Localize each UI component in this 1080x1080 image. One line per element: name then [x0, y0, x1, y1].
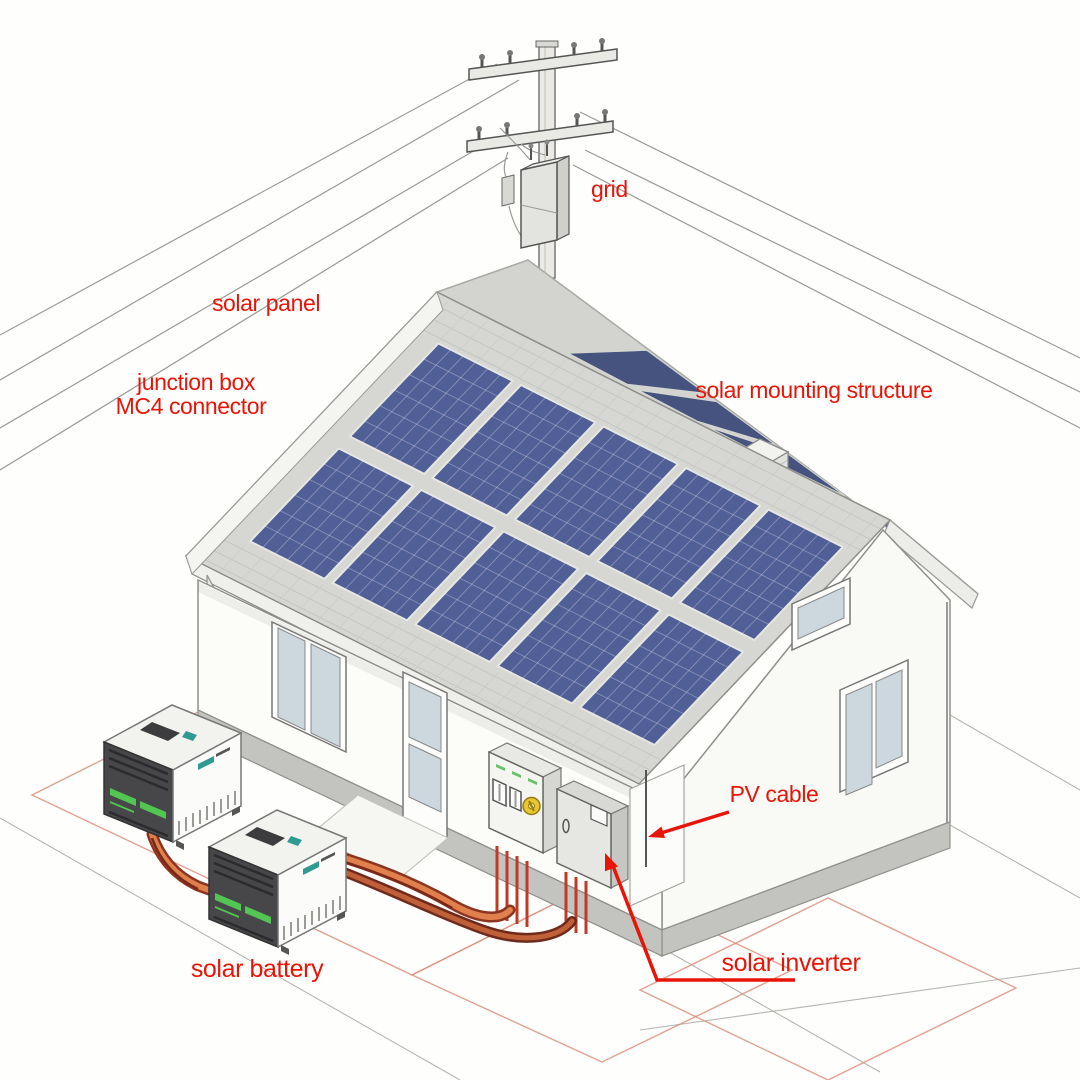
- inverter-display: [590, 804, 608, 827]
- solar-panel-array: [249, 342, 844, 746]
- indicator-led: [528, 778, 537, 785]
- wall-junction-box: [487, 742, 563, 855]
- battery-side-panel: [172, 731, 242, 844]
- label-solar-panel: solar panel: [212, 290, 320, 316]
- front-wall-window: [271, 620, 347, 754]
- crossarm-lower: [466, 120, 614, 153]
- left-rake-fascia: [185, 291, 444, 575]
- solar-inverter-arrow: [611, 865, 795, 982]
- fuse-cutout: [501, 174, 515, 207]
- solar-battery-unit-1: [102, 704, 243, 850]
- annotations: [605, 810, 795, 982]
- battery-top-logo: [182, 731, 197, 741]
- wall-box-wires: [495, 846, 588, 934]
- label-solar-battery: solar battery: [191, 955, 324, 983]
- power-lines: [0, 63, 1080, 471]
- insulator-caps: [476, 38, 608, 132]
- transformer: [520, 139, 570, 249]
- insulators: [477, 43, 607, 139]
- battery-vent-slats: [108, 748, 169, 838]
- label-solar-mounting-structure: solar mounting structure: [695, 377, 932, 403]
- label-mc4-connector: MC4 connector: [116, 393, 267, 419]
- crossarm-upper: [468, 48, 618, 81]
- pv-cable-arrow: [660, 810, 730, 835]
- indicator-led: [496, 764, 505, 771]
- indicator-led: [512, 771, 521, 778]
- label-pv-cable: PV cable: [730, 781, 819, 807]
- battery-side-vents: [178, 791, 236, 835]
- roof-rear-slope: [435, 259, 979, 609]
- front-door: [402, 670, 448, 840]
- battery-led-strip: [110, 801, 134, 813]
- battery-to-inverter-cable: [339, 867, 577, 943]
- right-wall-small-window: [791, 576, 851, 652]
- battery-brand-text: [216, 747, 230, 757]
- battery-foot: [176, 840, 184, 850]
- ground-lines: [0, 714, 1080, 1080]
- shingle-texture: [191, 300, 881, 780]
- right-gable-wall: [661, 528, 951, 957]
- utility-pole: [466, 38, 618, 279]
- right-wall-large-window: [839, 658, 909, 796]
- battery-led-bar: [110, 788, 136, 806]
- right-rake-fascia: [883, 519, 979, 609]
- battery-brand-mark: [198, 756, 214, 770]
- solar-inverter-box: [555, 780, 630, 890]
- battery-link-cable: [146, 828, 224, 899]
- labels: grid solar panel junction box MC4 connec…: [116, 176, 933, 983]
- inverter-handle: [562, 818, 570, 834]
- battery-foot: [232, 806, 240, 816]
- battery-to-junction-cable: [332, 850, 516, 923]
- pole-cap: [535, 40, 559, 48]
- battery-handle: [140, 722, 180, 741]
- label-solar-inverter: solar inverter: [722, 949, 861, 977]
- label-junction-box: junction box: [136, 369, 256, 395]
- label-grid: grid: [591, 176, 628, 202]
- battery-led-bar: [140, 801, 166, 819]
